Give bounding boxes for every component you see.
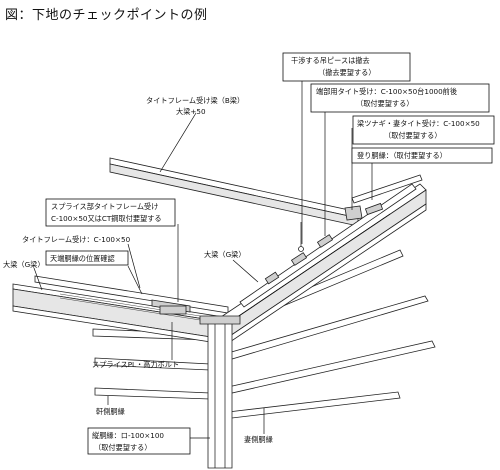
tie-receiver (316, 234, 334, 248)
label-splice-pl: スプライスPL・高力ボルト (92, 360, 179, 369)
label-splice-tite-2: C-100×50又はCT鋼取付要望する (51, 214, 162, 223)
sloped-purlin (239, 183, 417, 308)
callout-tanbu: 端部用タイト受け：C-100×50台1000前後 （取付要望する） (310, 83, 490, 113)
tie-receiver (290, 252, 308, 266)
column-cap (199, 315, 241, 325)
callout-box (282, 52, 411, 82)
label-oobari-left: 大梁（G梁） (3, 260, 45, 269)
label-tategawa: 縦胴縁：ロ-100×100 (92, 431, 164, 440)
label-tenba-dobuchi: 天端胴縁の位置確認 (50, 254, 115, 263)
leader-line (127, 243, 141, 289)
callout-tenba: 天端胴縁の位置確認 (45, 250, 129, 266)
label-tite-frame-b-sub: 大梁+50 (176, 107, 206, 116)
leader-line (127, 265, 143, 295)
callout-nobori: 登り胴縁：（取付要望する） (351, 147, 493, 164)
callout-box (87, 427, 191, 455)
label-tsunagi: 梁ツナギ・妻タイト受け：C-100×50 (357, 119, 480, 128)
callout-splice: スプライス部タイトフレーム受け C-100×50又はCT鋼取付要望する (45, 198, 176, 227)
hanging-piece (298, 222, 304, 252)
column-body (207, 321, 233, 469)
main-rafter (211, 174, 427, 351)
tie-receiver (264, 271, 280, 285)
callout-tategawa: 縦胴縁：ロ-100×100 （取付要望する） (87, 427, 191, 455)
callout-box (45, 250, 129, 266)
leader-line (33, 267, 43, 291)
label-tsunagi-note: （取付要望する） (384, 131, 442, 140)
label-oobari-right: 大梁（G梁） (204, 250, 246, 259)
label-tanbu-tie: 端部用タイト受け：C-100×50台1000前後 (316, 87, 457, 96)
gable-purlin (227, 391, 401, 419)
leader-line (159, 112, 197, 173)
leader-lines (33, 79, 373, 439)
label-nokigawa: 軒側胴縁 (96, 407, 125, 416)
tie-receivers (159, 202, 384, 315)
label-kanshou-note: （撤去要望する） (318, 68, 376, 77)
label-tsumagawa: 妻側胴縁 (244, 435, 273, 444)
callout-box (45, 198, 176, 227)
column (199, 315, 241, 469)
label-tite-frame-b: タイトフレーム受け梁（B梁） (146, 96, 244, 105)
label-splice-tite: スプライス部タイトフレーム受け (51, 202, 158, 211)
label-tanbu-note: （取付要望する） (356, 99, 414, 108)
splice-plate (159, 305, 187, 315)
callout-box (352, 115, 495, 145)
callout-tsunagi: 梁ツナギ・妻タイト受け：C-100×50 （取付要望する） (352, 115, 495, 145)
label-tategawa-note: （取付要望する） (94, 443, 152, 452)
callout-box (310, 83, 490, 113)
label-kanshou-piece: 干渉する吊ピースは撤去 (291, 56, 370, 65)
tsunagi-beam (351, 174, 423, 204)
label-tite-frame-c: タイトフレーム受け：C-100×50 (22, 235, 131, 244)
label-nobori-dobuchi: 登り胴縁：（取付要望する） (357, 151, 447, 160)
leader-line (232, 259, 259, 283)
callout-kanshou: 干渉する吊ピースは撤去 （撤去要望する） (282, 52, 411, 82)
figure-title: 図：下地のチェックポイントの例 (5, 8, 208, 23)
beam-end-plate (344, 205, 363, 221)
callout-box (351, 147, 493, 164)
eave-purlin (94, 387, 211, 400)
tie-receiver (364, 202, 384, 216)
gable-purlins (227, 249, 436, 419)
upper-tie-beam (109, 157, 363, 227)
